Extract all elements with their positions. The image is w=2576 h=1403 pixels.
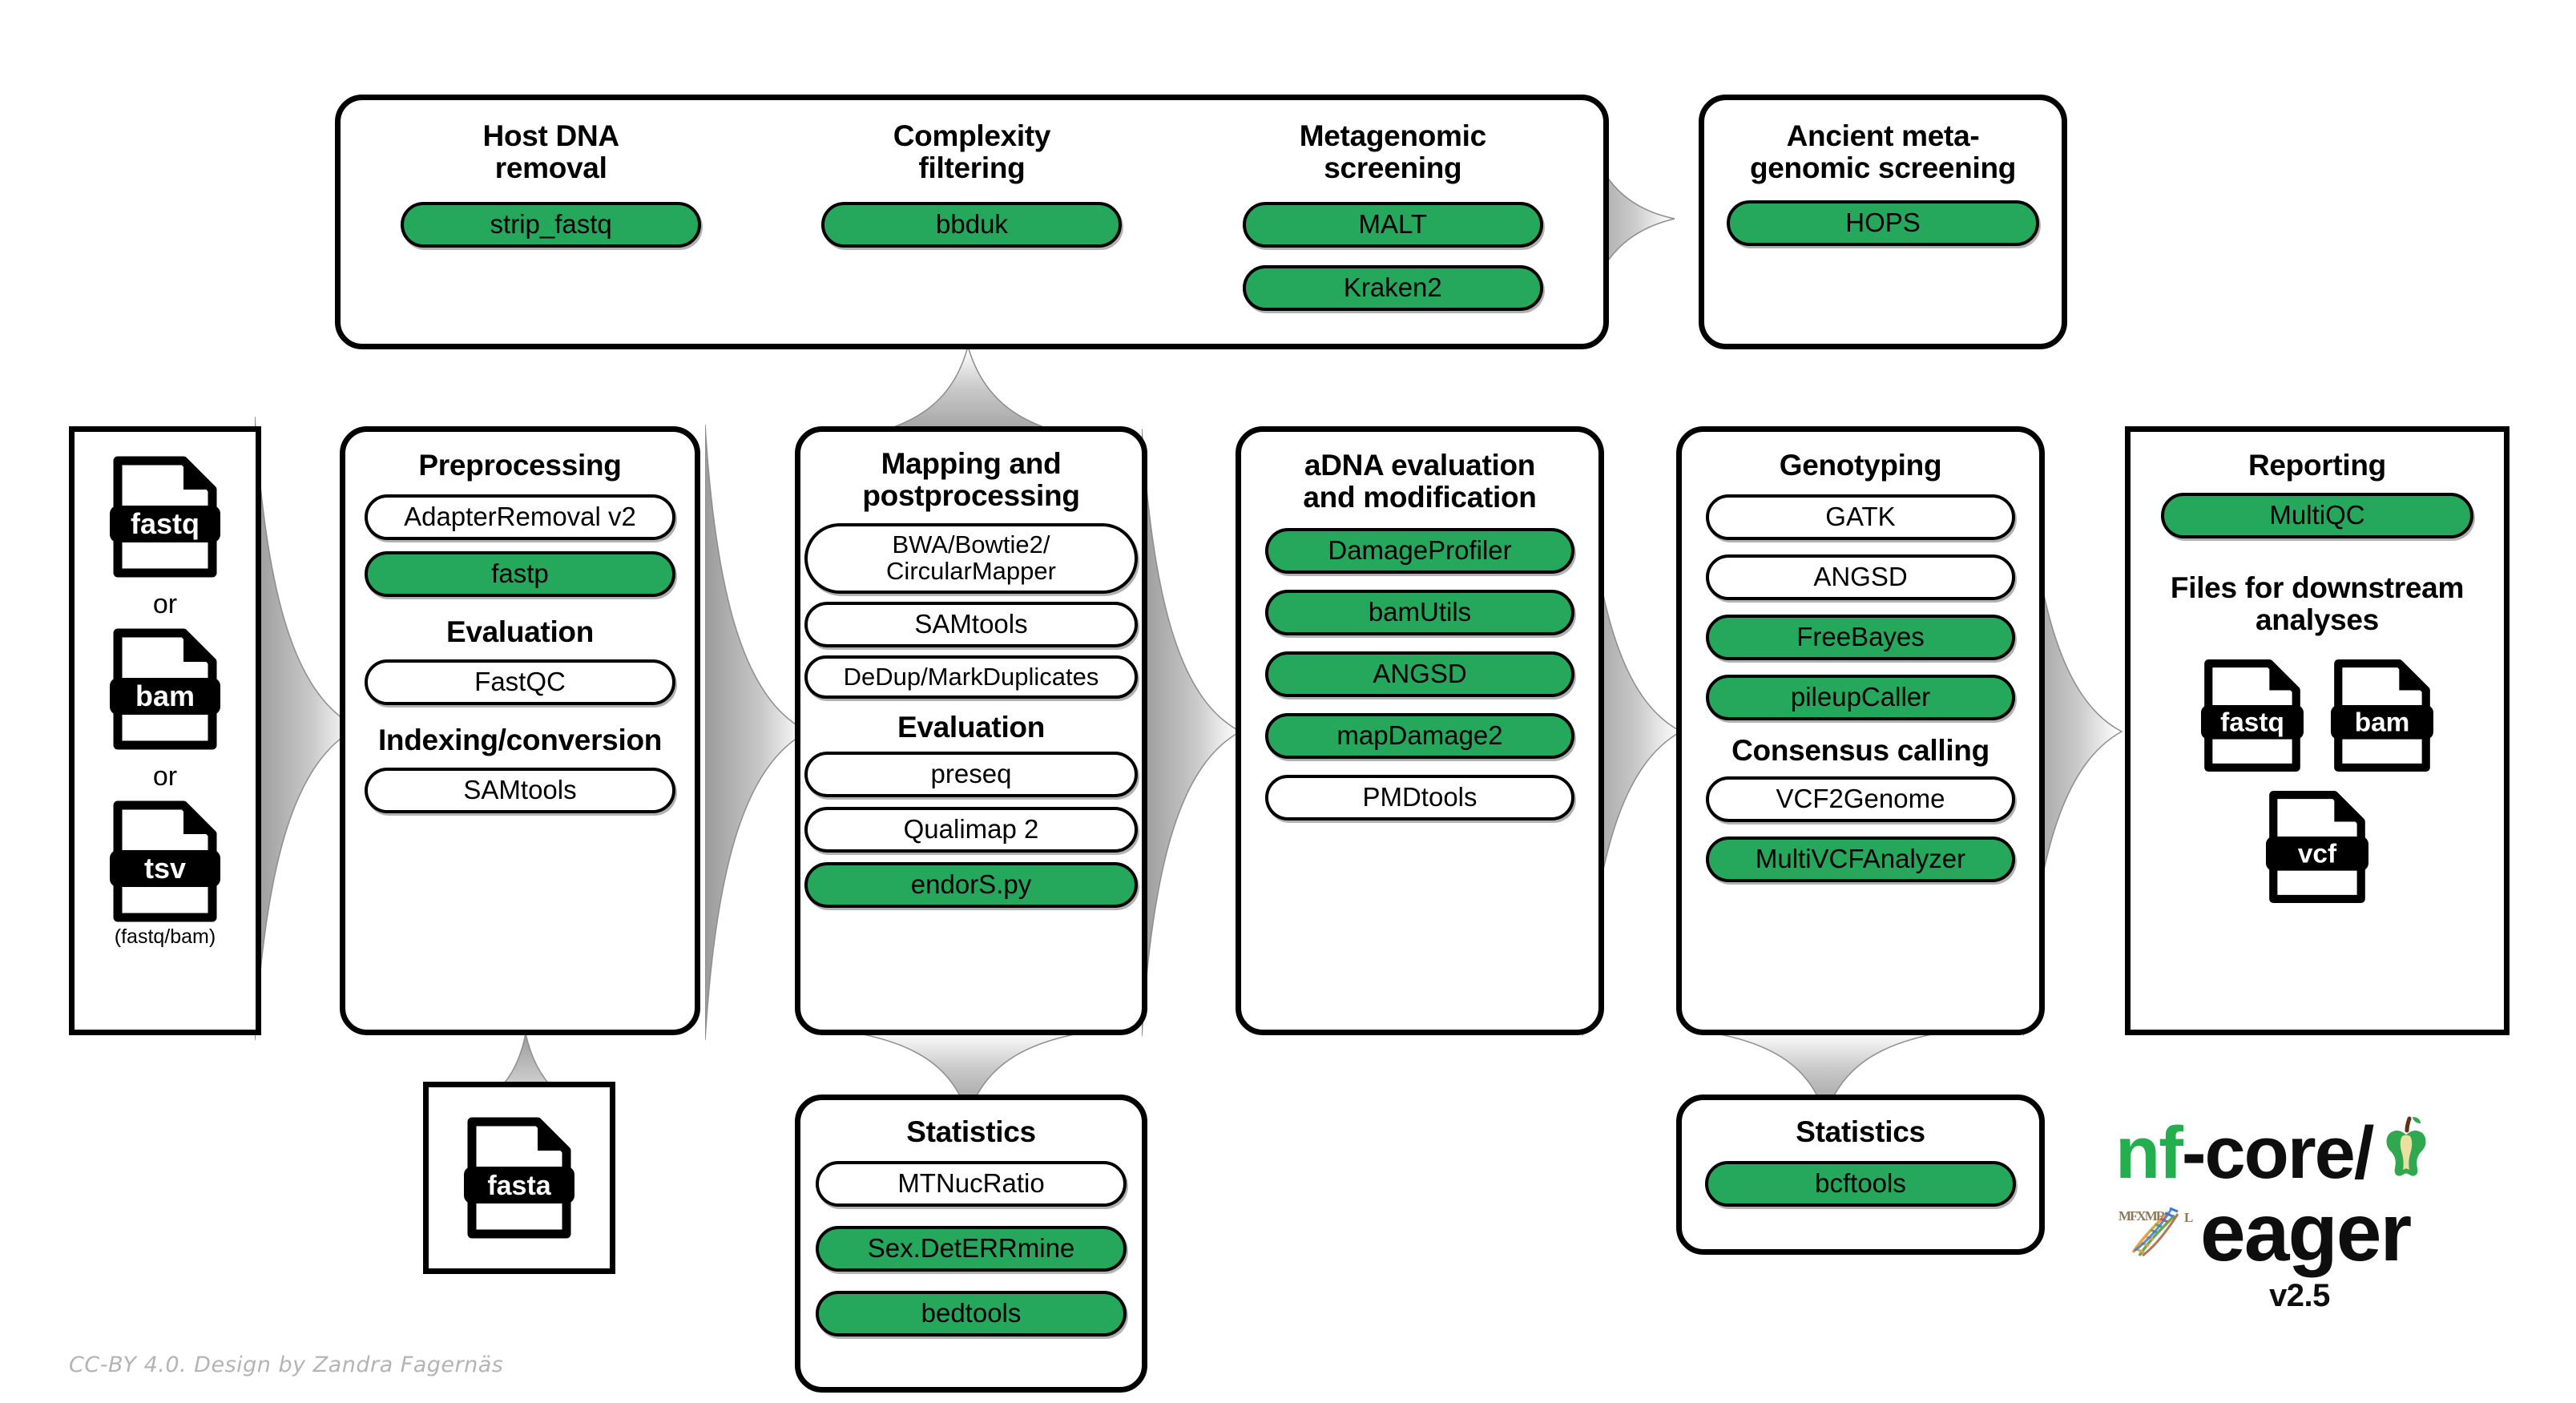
fastq-output-label: fastq	[2220, 708, 2284, 737]
nf-core-eager-logo: nf-core/ MFXMR L	[2115, 1115, 2516, 1314]
stage-complexity-filtering: Complexity filtering bbduk	[761, 100, 1182, 344]
fasta-file-icon: fasta	[464, 1117, 574, 1239]
subsection-title-evaluation-preprocessing: Evaluation	[445, 615, 595, 648]
logo-eager-text: eager	[2200, 1187, 2412, 1278]
tool-pill-fastqc[interactable]: FastQC	[365, 659, 675, 705]
tool-pill-gatk[interactable]: GATK	[1706, 494, 2015, 540]
stage-title-genotyping-statistics: Statistics	[1796, 1115, 1925, 1148]
stage-metagenomic-screening: Metagenomic screening MALT Kraken2	[1183, 100, 1603, 344]
tsv-label: tsv	[144, 852, 186, 885]
tool-pill-malt[interactable]: MALT	[1242, 201, 1543, 248]
stage-title-mapping-postprocessing: Mapping and postprocessing	[862, 447, 1080, 512]
subsection-title-indexing-conversion: Indexing/conversion	[377, 723, 663, 756]
bam-label: bam	[135, 679, 195, 712]
stage-ancient-metagenomic-screening: Ancient meta- genomic screening HOPS	[1699, 95, 2067, 349]
downstream-files-title: Files for downstream analyses	[2170, 570, 2465, 636]
input-or-label-2: or	[152, 761, 178, 792]
stage-title-adna-evaluation: aDNA evaluation and modification	[1303, 449, 1537, 514]
stage-genotyping-statistics: Statistics bcftools	[1676, 1095, 2045, 1255]
logo-line-nf-core: nf-core/	[2115, 1115, 2516, 1190]
tool-pill-preseq[interactable]: preseq	[804, 752, 1138, 798]
svg-text:L: L	[2184, 1210, 2193, 1225]
screening-group-box: Host DNA removal strip_fastq Complexity …	[335, 95, 1609, 349]
stage-title-genotyping: Genotyping	[1779, 449, 1942, 482]
tool-pill-multiqc[interactable]: MultiQC	[2161, 492, 2473, 538]
tool-pill-dedup-markduplicates[interactable]: DeDup/MarkDuplicates	[804, 655, 1138, 699]
tool-pill-samtools-preprocessing[interactable]: SAMtools	[365, 767, 675, 813]
tool-pill-bamutils[interactable]: bamUtils	[1265, 589, 1574, 635]
arrow-mapping-to-adna	[1142, 429, 1242, 1037]
tool-pill-freebayes[interactable]: FreeBayes	[1706, 614, 2015, 660]
stage-title-host-dna-removal: Host DNA removal	[482, 119, 620, 184]
stage-host-dna-removal: Host DNA removal strip_fastq	[341, 100, 761, 344]
stage-title-ancient-metagenomic-screening: Ancient meta- genomic screening	[1749, 119, 2017, 184]
tool-pill-strip-fastq[interactable]: strip_fastq	[401, 201, 702, 248]
tool-pill-qualimap-2[interactable]: Qualimap 2	[804, 807, 1138, 853]
logo-nf-text: nf	[2115, 1111, 2183, 1194]
stage-genotyping: Genotyping GATK ANGSD FreeBayes pileupCa…	[1676, 426, 2045, 1035]
apple-core-icon	[2380, 1115, 2432, 1190]
tool-pill-angsd-genotyping[interactable]: ANGSD	[1706, 554, 2015, 600]
tool-pill-pmdtools[interactable]: PMDtools	[1265, 774, 1574, 820]
stage-preprocessing: Preprocessing AdapterRemoval v2 fastp Ev…	[340, 426, 700, 1035]
tool-pill-samtools-mapping[interactable]: SAMtools	[804, 601, 1138, 647]
tool-pill-hops[interactable]: HOPS	[1727, 200, 2039, 246]
logo-line-eager: MFXMR L	[2115, 1191, 2516, 1273]
tool-pill-pileupcaller[interactable]: pileupCaller	[1706, 674, 2015, 720]
stage-reporting: Reporting MultiQC Files for downstream a…	[2125, 426, 2509, 1035]
logo-core-text: -core/	[2181, 1111, 2375, 1194]
tool-pill-multivcfanalyzer[interactable]: MultiVCFAnalyzer	[1706, 836, 2015, 882]
stage-adna-evaluation: aDNA evaluation and modification DamageP…	[1236, 426, 1604, 1035]
bam-output-file-icon: bam	[2331, 659, 2433, 772]
input-files-box: fastq or bam or tsv (fastq/bam)	[69, 426, 261, 1035]
tool-pill-adapterremoval-v2[interactable]: AdapterRemoval v2	[365, 494, 675, 540]
tool-pill-vcf2genome[interactable]: VCF2Genome	[1706, 776, 2015, 822]
arrow-preprocessing-to-mapping	[705, 425, 809, 1041]
subsection-title-evaluation-mapping: Evaluation	[897, 711, 1046, 744]
tool-pill-endors-py[interactable]: endorS.py	[804, 862, 1138, 909]
stage-mapping-postprocessing: Mapping and postprocessing BWA/Bowtie2/ …	[795, 426, 1147, 1035]
vcf-output-file-icon: vcf	[2266, 790, 2368, 904]
tool-pill-bcftools[interactable]: bcftools	[1705, 1160, 2016, 1207]
stage-title-preprocessing: Preprocessing	[418, 449, 622, 482]
tool-pill-mapdamage2[interactable]: mapDamage2	[1265, 712, 1574, 759]
fasta-label: fasta	[487, 1171, 551, 1201]
fastq-output-file-icon: fastq	[2201, 659, 2304, 772]
stage-mapping-statistics: Statistics MTNucRatio Sex.DetERRmine bed…	[795, 1095, 1147, 1393]
tsv-file-icon: tsv	[110, 800, 220, 922]
credit-text: CC-BY 4.0. Design by Zandra Fagernäs	[69, 1353, 504, 1377]
tool-pill-mtnucratio[interactable]: MTNucRatio	[816, 1160, 1127, 1207]
tool-pill-bwa-bowtie2-circularmapper[interactable]: BWA/Bowtie2/ CircularMapper	[804, 522, 1138, 594]
input-files-note: (fastq/bam)	[114, 925, 216, 948]
subsection-title-consensus-calling: Consensus calling	[1731, 733, 1989, 767]
tool-pill-bbduk[interactable]: bbduk	[821, 201, 1123, 248]
svg-text:MFXMR: MFXMR	[2118, 1208, 2167, 1224]
vcf-output-label: vcf	[2298, 839, 2337, 869]
tool-pill-kraken2[interactable]: Kraken2	[1242, 264, 1543, 311]
tool-pill-sex-deterrmine[interactable]: Sex.DetERRmine	[816, 1225, 1127, 1272]
dna-helix-icon: MFXMR L	[2115, 1191, 2205, 1273]
tool-pill-fastp[interactable]: fastp	[365, 550, 675, 597]
fastq-label: fastq	[131, 507, 200, 540]
stage-title-reporting: Reporting	[2247, 449, 2386, 482]
tool-pill-bedtools[interactable]: bedtools	[816, 1290, 1127, 1336]
stage-title-complexity-filtering: Complexity filtering	[893, 119, 1051, 184]
fastq-file-icon: fastq	[110, 456, 220, 578]
stage-title-metagenomic-screening: Metagenomic screening	[1299, 119, 1486, 184]
logo-version-text: v2.5	[2269, 1278, 2330, 1313]
reference-fasta-box: fasta	[423, 1082, 615, 1274]
stage-title-mapping-statistics: Statistics	[906, 1115, 1036, 1148]
tool-pill-angsd-adna[interactable]: ANGSD	[1265, 651, 1574, 697]
input-or-label-1: or	[152, 589, 178, 619]
bam-output-label: bam	[2355, 708, 2410, 737]
tool-pill-damageprofiler[interactable]: DamageProfiler	[1265, 527, 1574, 574]
bam-file-icon: bam	[110, 628, 220, 750]
